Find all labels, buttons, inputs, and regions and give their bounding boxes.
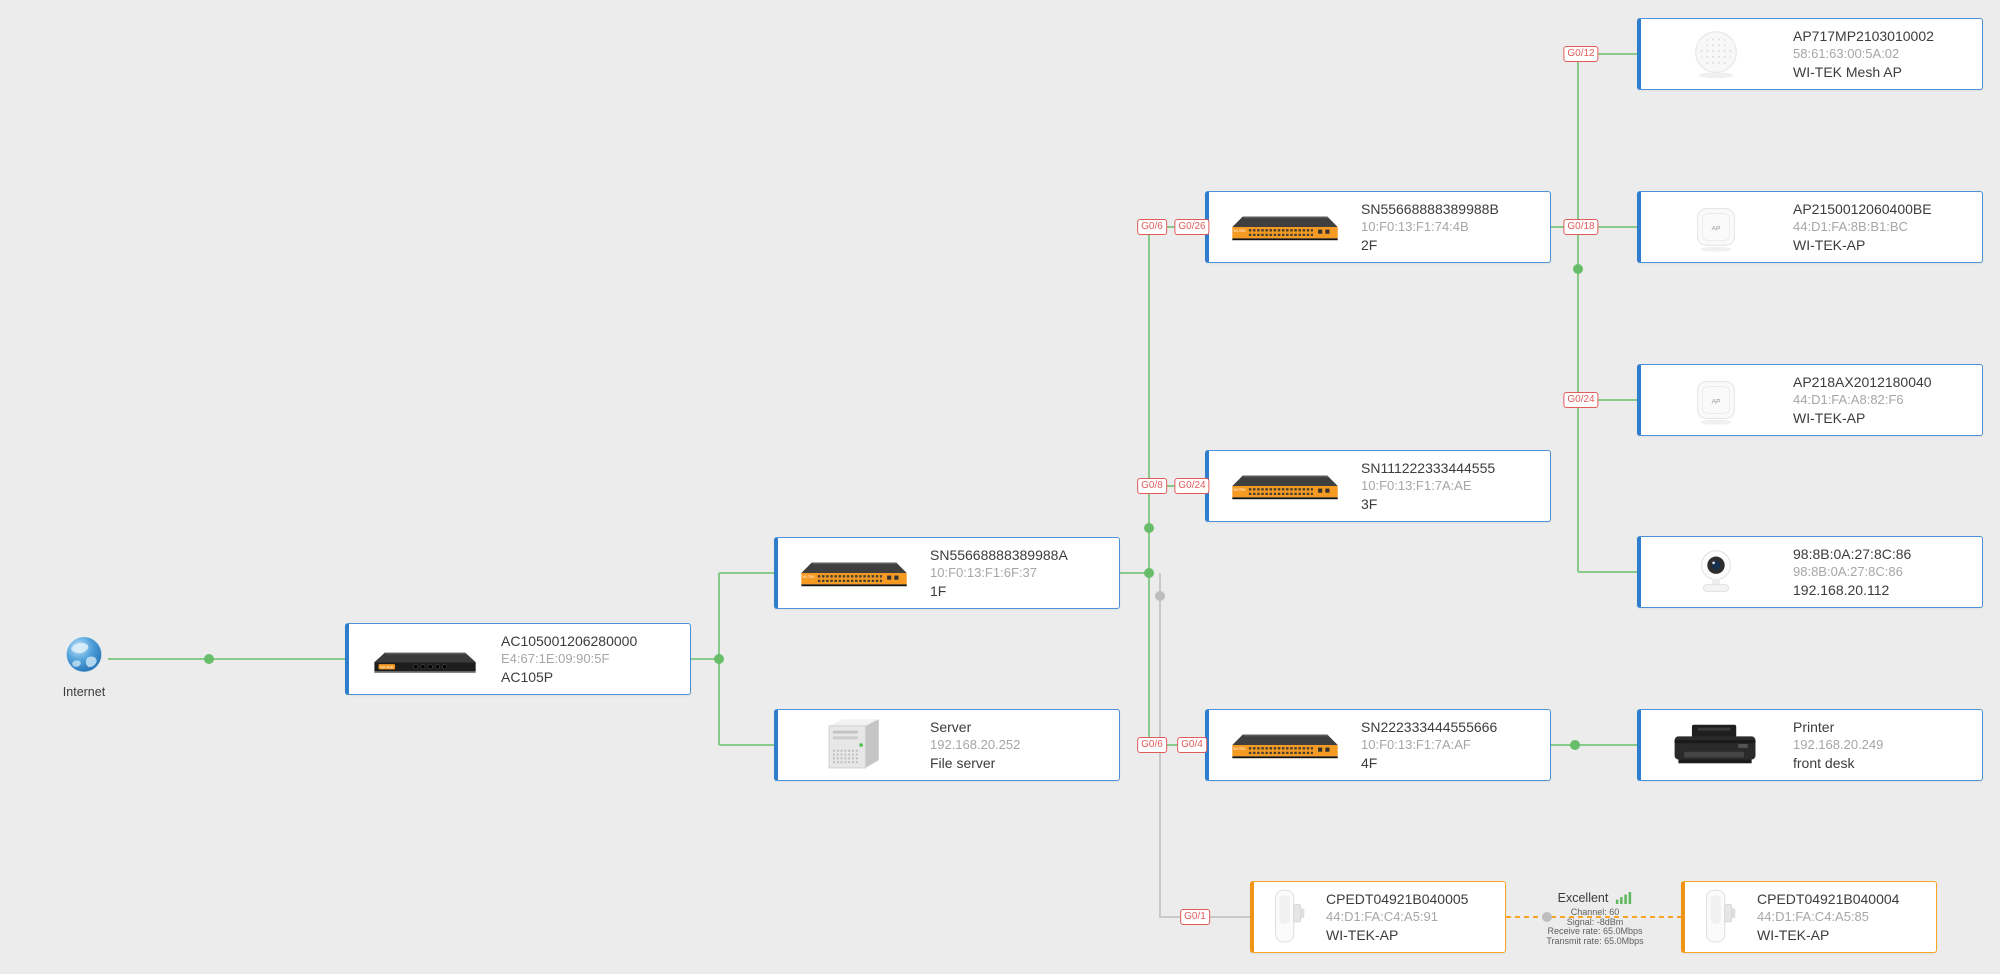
router-icon xyxy=(349,636,499,682)
device-card-switch-3f[interactable]: SN111222333444555 10:F0:13:F1:7A:AE 3F xyxy=(1205,450,1551,522)
device-detail: 192.168.20.249 xyxy=(1793,737,1884,752)
device-label: 2F xyxy=(1361,237,1378,253)
device-detail: 44:D1:FA:C4:A5:85 xyxy=(1757,909,1870,924)
port-badge: G0/18 xyxy=(1563,219,1599,235)
device-card-ap2150[interactable]: AP2150012060400BE 44:D1:FA:8B:B1:BC WI-T… xyxy=(1637,191,1983,263)
device-name: SN55668888389988A xyxy=(930,547,1068,563)
device-detail: 10:F0:13:F1:7A:AE xyxy=(1361,478,1472,493)
ap-icon xyxy=(1641,371,1791,429)
switch-icon xyxy=(778,550,928,596)
wireless-signal: Signal: -8dBm xyxy=(1566,916,1624,927)
device-name: AP717MP2103010002 xyxy=(1793,28,1934,44)
device-label: WI-TEK-AP xyxy=(1793,237,1866,253)
internet-label: Internet xyxy=(62,685,106,699)
device-detail: 98:8B:0A:27:8C:86 xyxy=(1793,564,1903,579)
port-badge: G0/26 xyxy=(1174,219,1210,235)
switch-icon xyxy=(1209,204,1359,250)
device-name: Server xyxy=(930,719,972,735)
internet-node[interactable]: Internet xyxy=(52,632,116,699)
device-detail: 10:F0:13:F1:7A:AF xyxy=(1361,737,1471,752)
device-name: AP2150012060400BE xyxy=(1793,201,1932,217)
device-label: 192.168.20.112 xyxy=(1793,582,1890,598)
device-detail: 44:D1:FA:A8:82:F6 xyxy=(1793,392,1904,407)
device-card-camera[interactable]: 98:8B:0A:27:8C:86 98:8B:0A:27:8C:86 192.… xyxy=(1637,536,1983,608)
wireless-channel: Channel: 60 xyxy=(1570,907,1620,917)
device-card-switch-2f[interactable]: SN55668888389988B 10:F0:13:F1:74:4B 2F xyxy=(1205,191,1551,263)
ap-icon xyxy=(1641,198,1791,256)
device-label: WI-TEK-AP xyxy=(1793,410,1866,426)
device-name: CPEDT04921B040005 xyxy=(1326,891,1469,907)
device-detail: E4:67:1E:09:90:5F xyxy=(501,651,610,666)
device-detail: 44:D1:FA:C4:A5:91 xyxy=(1326,909,1439,924)
port-badge: G0/1 xyxy=(1180,909,1210,925)
printer-icon xyxy=(1641,719,1791,771)
device-name: 98:8B:0A:27:8C:86 xyxy=(1793,546,1912,562)
port-badge: G0/6 xyxy=(1137,219,1167,235)
device-card-server[interactable]: Server 192.168.20.252 File server xyxy=(774,709,1120,781)
device-name: Printer xyxy=(1793,719,1835,735)
device-name: SN111222333444555 xyxy=(1361,460,1496,476)
device-name: AP218AX2012180040 xyxy=(1793,374,1932,390)
wireless-quality: Excellent xyxy=(1557,891,1609,905)
cpe-icon xyxy=(1254,885,1324,949)
wireless-link-info: Excellent Channel: 60 Signal: -8dBm Rece… xyxy=(1519,891,1671,946)
device-card-cpe-004[interactable]: CPEDT04921B040004 44:D1:FA:C4:A5:85 WI-T… xyxy=(1681,881,1937,953)
device-detail: 192.168.20.252 xyxy=(930,737,1021,752)
server-icon xyxy=(778,714,928,776)
device-name: AC105001206280000 xyxy=(501,633,638,649)
port-badge: G0/4 xyxy=(1177,737,1207,753)
device-card-cpe-005[interactable]: CPEDT04921B040005 44:D1:FA:C4:A5:91 WI-T… xyxy=(1250,881,1506,953)
device-label: WI-TEK Mesh AP xyxy=(1793,64,1902,80)
device-label: 1F xyxy=(930,583,947,599)
device-card-mesh-ap[interactable]: AP717MP2103010002 58:61:63:00:5A:02 WI-T… xyxy=(1637,18,1983,90)
device-detail: 44:D1:FA:8B:B1:BC xyxy=(1793,219,1908,234)
cpe-icon xyxy=(1685,885,1755,949)
wireless-transmit: Transmit rate: 65.0Mbps xyxy=(1546,935,1644,946)
device-detail: 10:F0:13:F1:6F:37 xyxy=(930,565,1037,580)
port-badge: G0/12 xyxy=(1563,46,1599,62)
device-name: SN222333444555666 xyxy=(1361,719,1498,735)
device-label: WI-TEK-AP xyxy=(1326,927,1399,943)
device-name: SN55668888389988B xyxy=(1361,201,1499,217)
device-label: AC105P xyxy=(501,669,554,685)
device-detail: 58:61:63:00:5A:02 xyxy=(1793,46,1900,61)
wireless-receive: Receive rate: 65.0Mbps xyxy=(1547,926,1643,936)
device-name: CPEDT04921B040004 xyxy=(1757,891,1900,907)
port-badge: G0/6 xyxy=(1137,737,1167,753)
signal-bars-icon xyxy=(1615,891,1632,905)
device-card-ac105p[interactable]: AC105001206280000 E4:67:1E:09:90:5F AC10… xyxy=(345,623,691,695)
device-label: WI-TEK-AP xyxy=(1757,927,1830,943)
camera-icon xyxy=(1641,543,1791,601)
mesh-ap-icon xyxy=(1641,25,1791,83)
device-label: 3F xyxy=(1361,496,1378,512)
device-card-ap218ax[interactable]: AP218AX2012180040 44:D1:FA:A8:82:F6 WI-T… xyxy=(1637,364,1983,436)
port-badge: G0/24 xyxy=(1174,478,1210,494)
device-label: 4F xyxy=(1361,755,1378,771)
port-badge: G0/8 xyxy=(1137,478,1167,494)
device-detail: 10:F0:13:F1:74:4B xyxy=(1361,219,1469,234)
device-card-switch-1f[interactable]: SN55668888389988A 10:F0:13:F1:6F:37 1F xyxy=(774,537,1120,609)
device-label: File server xyxy=(930,755,996,771)
port-badge: G0/24 xyxy=(1563,392,1599,408)
switch-icon xyxy=(1209,722,1359,768)
globe-icon xyxy=(60,632,108,680)
device-card-switch-4f[interactable]: SN222333444555666 10:F0:13:F1:7A:AF 4F xyxy=(1205,709,1551,781)
device-card-printer[interactable]: Printer 192.168.20.249 front desk xyxy=(1637,709,1983,781)
device-label: front desk xyxy=(1793,755,1855,771)
switch-icon xyxy=(1209,463,1359,509)
